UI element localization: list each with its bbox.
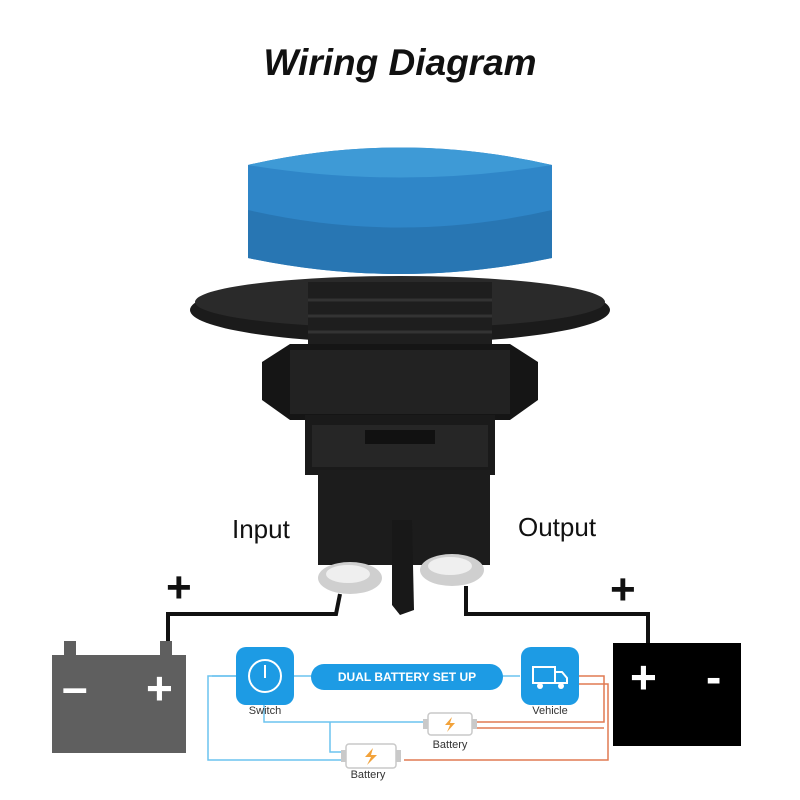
output-wire-plus: + (610, 565, 636, 614)
setup-battery-2-label: Battery (350, 769, 386, 781)
right-battery-negative: - (706, 651, 722, 703)
switch-neck (308, 282, 492, 344)
left-battery-positive: + (146, 662, 173, 714)
truck-icon (532, 666, 568, 689)
input-wire (166, 593, 342, 660)
setup-positive-wire (476, 675, 605, 723)
output-wire (464, 586, 650, 645)
setup-banner: DUAL BATTERY SET UP (311, 664, 503, 690)
right-battery-positive: + (630, 651, 657, 703)
input-wire-plus: + (166, 563, 192, 612)
output-label: Output (518, 512, 597, 542)
left-battery-negative: – (62, 661, 88, 713)
left-battery (52, 655, 186, 753)
input-label: Input (232, 514, 290, 544)
setup-switch-tile (236, 647, 294, 705)
right-battery (613, 643, 741, 746)
setup-switch-label: Switch (248, 705, 282, 717)
setup-battery-1-label: Battery (432, 739, 468, 751)
diagram-title: Wiring Diagram (263, 42, 537, 83)
setup-vehicle-tile (521, 647, 579, 705)
setup-vehicle-label: Vehicle (532, 705, 568, 717)
power-icon (248, 659, 282, 693)
